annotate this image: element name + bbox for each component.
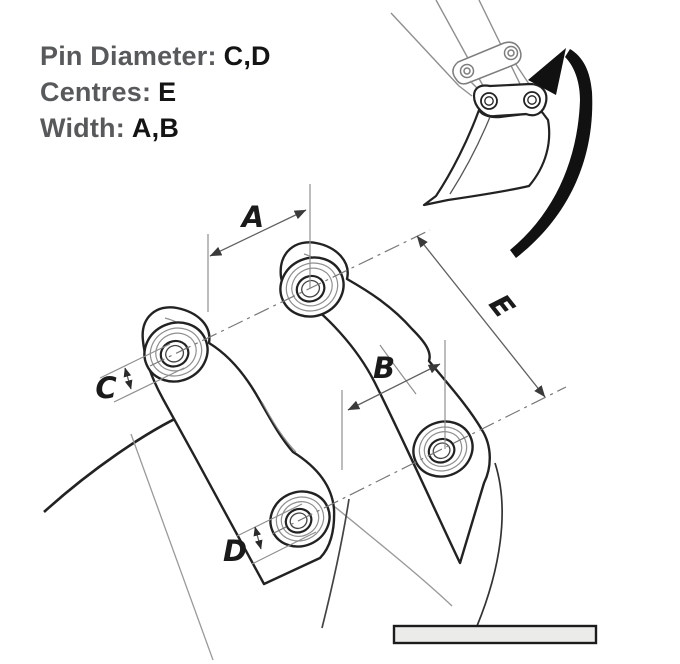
dimension-label-d: D: [223, 534, 247, 568]
legend: Pin Diameter:C,D Centres:E Width:A,B: [40, 38, 271, 146]
dimension-c: C: [95, 343, 185, 405]
legend-row-centres: Centres:E: [40, 74, 271, 110]
pin-diameter-value: C,D: [223, 41, 271, 71]
pin-diameter-label: Pin Diameter:: [40, 41, 217, 71]
width-value: A,B: [131, 113, 180, 143]
mini-excavator-illustration: [390, 0, 593, 258]
dimension-d: D: [223, 503, 317, 568]
mini-bucket-bracket: [472, 82, 548, 118]
dimension-label-c: C: [95, 371, 116, 405]
bottom-pin-boss-right: [412, 420, 474, 478]
legend-row-pin-diameter: Pin Diameter:C,D: [40, 38, 271, 74]
dimension-label-e: E: [482, 288, 521, 325]
dimension-a: A: [207, 184, 311, 312]
bottom-pin-centerline: [271, 386, 567, 535]
centres-label: Centres:: [40, 77, 152, 107]
dimension-label-a: A: [240, 200, 264, 234]
dimension-label-b: B: [373, 351, 395, 385]
ground-plate: [392, 624, 598, 645]
mini-bucket-profile: [422, 108, 551, 207]
rotation-arrow-icon: [510, 48, 593, 258]
legend-row-width: Width:A,B: [40, 110, 271, 146]
bottom-pin-boss-left: [269, 490, 331, 548]
top-pin-centerline: [149, 229, 431, 367]
pin-centerlines: [149, 229, 567, 535]
centres-value: E: [158, 77, 177, 107]
width-label: Width:: [40, 113, 125, 143]
h-link-plate: [452, 41, 522, 85]
